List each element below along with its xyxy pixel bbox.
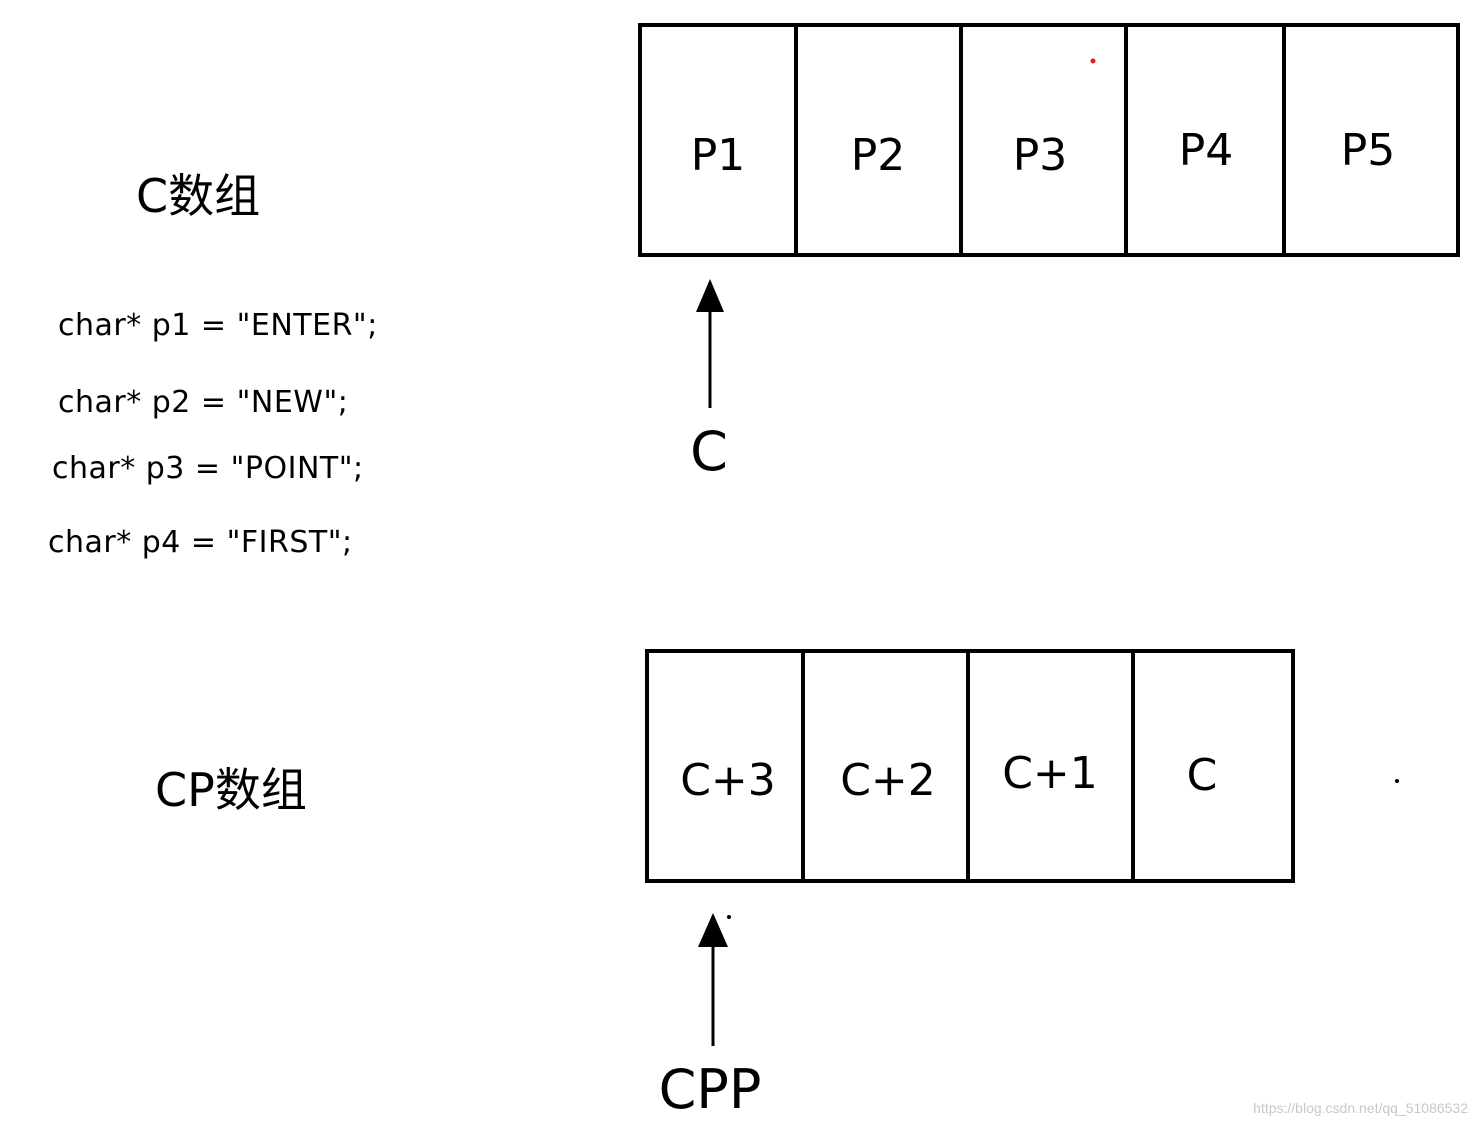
c-pointer-arrow bbox=[696, 279, 724, 408]
c-pointer-label: C bbox=[690, 420, 728, 483]
code-line-3: char* p3 = "POINT"; bbox=[52, 451, 364, 486]
cp-array-cell-1: C+3 bbox=[680, 755, 776, 806]
code-line-1: char* p1 = "ENTER"; bbox=[58, 308, 378, 343]
cpp-pointer-arrow bbox=[698, 913, 731, 1046]
stray-dot-mark bbox=[1395, 779, 1399, 783]
cp-array-title: CP数组 bbox=[155, 763, 307, 817]
c-array-cell-4: P4 bbox=[1179, 125, 1234, 176]
code-line-4: char* p4 = "FIRST"; bbox=[48, 525, 353, 560]
cp-array bbox=[645, 649, 1295, 883]
c-array-cell-3: P3 bbox=[1013, 130, 1068, 181]
red-dot-mark bbox=[1090, 58, 1096, 64]
cp-array-cell-2: C+2 bbox=[840, 755, 936, 806]
c-array-title: C数组 bbox=[136, 169, 260, 223]
c-array-cell-5: P5 bbox=[1341, 125, 1396, 176]
watermark-text: https://blog.csdn.net/qq_51086532 bbox=[1253, 1100, 1468, 1116]
c-array bbox=[638, 23, 1460, 257]
cpp-pointer-label: CPP bbox=[659, 1058, 762, 1121]
code-line-2: char* p2 = "NEW"; bbox=[58, 385, 348, 420]
cp-array-cell-3: C+1 bbox=[1002, 748, 1098, 799]
c-array-cell-2: P2 bbox=[851, 130, 906, 181]
c-array-cell-1: P1 bbox=[691, 130, 746, 181]
cp-array-cell-4: C bbox=[1187, 750, 1218, 801]
c-array-outline bbox=[638, 23, 1460, 257]
